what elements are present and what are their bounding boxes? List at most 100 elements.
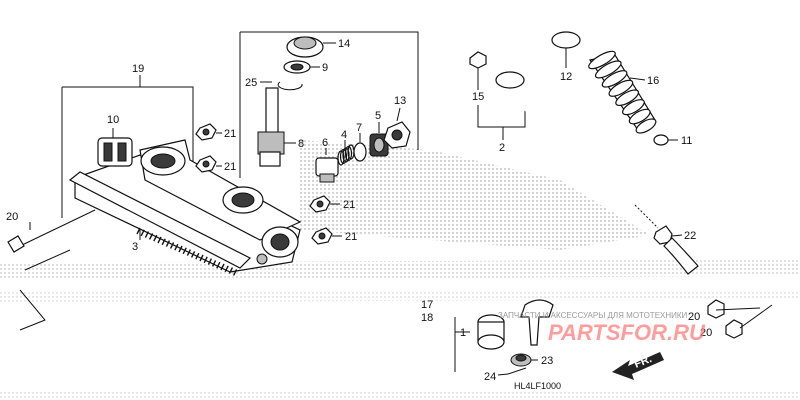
rack-tooth: [190, 251, 196, 258]
rack-tooth: [203, 256, 208, 264]
leader-lines: [29, 42, 683, 376]
watermark: ЗАПЧАСТИ И АКСЕССУАРЫ ДЛЯ МОТОТЕХНИКИ PA…: [498, 311, 706, 345]
callout-12: 12: [560, 71, 572, 83]
dust-seal-1: [477, 314, 505, 350]
callout-2: 2: [499, 142, 505, 154]
rack-guide-6: [315, 157, 339, 183]
callout-18: 18: [421, 312, 433, 324]
tie-rod-end-18: [520, 299, 554, 346]
nut-21-a: [195, 123, 217, 141]
callout-14: 14: [338, 38, 350, 50]
callout-6: 6: [322, 137, 328, 149]
steering-rack: [68, 171, 252, 276]
oil-seal-9: [283, 60, 311, 74]
callout-23: 23: [541, 355, 553, 367]
callout-10: 10: [107, 114, 119, 126]
rack-tooth: [169, 242, 175, 249]
castle-nut-23: [510, 353, 532, 367]
long-bolt-lower: [24, 249, 71, 271]
clamp-12: [551, 31, 581, 49]
boot-ridge: [622, 99, 645, 116]
callout-19: 19: [132, 63, 144, 75]
callout-17: 17: [421, 299, 433, 311]
tie-rod-end-stub: [663, 237, 699, 275]
rack-tooth: [220, 263, 225, 271]
rack-tooth: [232, 269, 238, 276]
long-bolt-left: [7, 209, 96, 253]
lock-washer-15: [469, 51, 487, 69]
callout-13: 13: [394, 95, 406, 107]
rack-tooth: [140, 229, 145, 237]
rack-tooth: [144, 231, 150, 238]
boot-ridge: [628, 108, 651, 125]
rack-tooth: [136, 227, 141, 235]
callout-16: 16: [647, 75, 659, 87]
rack-boot: [588, 50, 657, 134]
pinion-gear: [257, 87, 285, 167]
callout-20-right-a: 20: [688, 311, 700, 323]
rack-tooth: [148, 233, 154, 240]
callout-24: 24: [484, 371, 496, 383]
callout-22: 22: [684, 230, 696, 242]
rack-tooth: [207, 258, 213, 265]
callout-21-b: 21: [224, 161, 236, 173]
callout-11: 11: [681, 135, 692, 147]
callout-21-d: 21: [345, 231, 357, 243]
nut-21-c: [309, 195, 331, 213]
callout-4: 4: [341, 129, 347, 141]
callout-15: 15: [472, 91, 484, 103]
callout-8: 8: [298, 138, 304, 150]
watermark-brand: PARTSFOR.RU: [548, 320, 706, 345]
rack-tooth: [161, 238, 166, 246]
callout-25: 25: [245, 77, 257, 89]
watermark-text: ЗАПЧАСТИ И АКСЕССУАРЫ ДЛЯ МОТОТЕХНИКИ: [498, 311, 688, 320]
callout-1: 1: [460, 327, 466, 339]
rack-tooth: [211, 260, 217, 267]
nut-21-d: [311, 227, 333, 245]
rack-tooth: [182, 247, 187, 255]
rack-tooth: [224, 265, 229, 273]
cotter-pin-24: [507, 367, 527, 375]
stipple-background: [0, 140, 800, 400]
dust-cap-14: [286, 36, 324, 58]
boot-ridge: [635, 118, 657, 134]
mount-clamp: [97, 137, 133, 167]
diagram-code: HL4LF1000: [514, 381, 561, 391]
rack-tooth: [157, 236, 162, 244]
rack-tooth: [199, 254, 204, 262]
rack-tooth: [228, 267, 234, 274]
boot-ridge: [588, 50, 616, 70]
boot-ridge: [608, 79, 634, 97]
callout-labels: 14 9 25 8 19 10 21 21 21 21 6 4 7 5 13 2…: [6, 38, 712, 383]
gearbox-housing: [74, 139, 302, 273]
rack-tooth: [195, 252, 200, 260]
snap-ring-25: [277, 81, 303, 91]
lock-nut-13: [383, 121, 411, 149]
bolt-20-right-a: [707, 299, 761, 319]
o-ring-7: [353, 142, 367, 162]
callout-20-left: 20: [6, 211, 18, 223]
rack-tooth: [186, 249, 192, 256]
boot-ridge: [601, 70, 628, 88]
rack-tooth: [178, 245, 183, 253]
callout-9: 9: [322, 62, 328, 74]
boot-ridge: [594, 60, 622, 79]
guide-screw-5: [369, 133, 389, 157]
rack-tooth: [165, 240, 171, 247]
direction-label: FR.: [633, 353, 654, 371]
callout-21-c: 21: [343, 199, 355, 211]
callout-7: 7: [356, 122, 362, 134]
rack-tooth: [174, 243, 179, 251]
clamp-11: [653, 134, 669, 146]
callout-20-right-b: 20: [700, 327, 712, 339]
boot-ridge: [615, 89, 640, 107]
bolt-20-right-b: [725, 304, 773, 339]
callout-5: 5: [375, 110, 381, 122]
tie-rod: [495, 71, 659, 229]
rack-tooth: [153, 234, 158, 242]
rack-tooth: [216, 261, 221, 269]
front-direction-arrow: FR.: [612, 352, 664, 380]
callout-21-a: 21: [224, 128, 236, 140]
nut-21-b: [195, 155, 217, 173]
